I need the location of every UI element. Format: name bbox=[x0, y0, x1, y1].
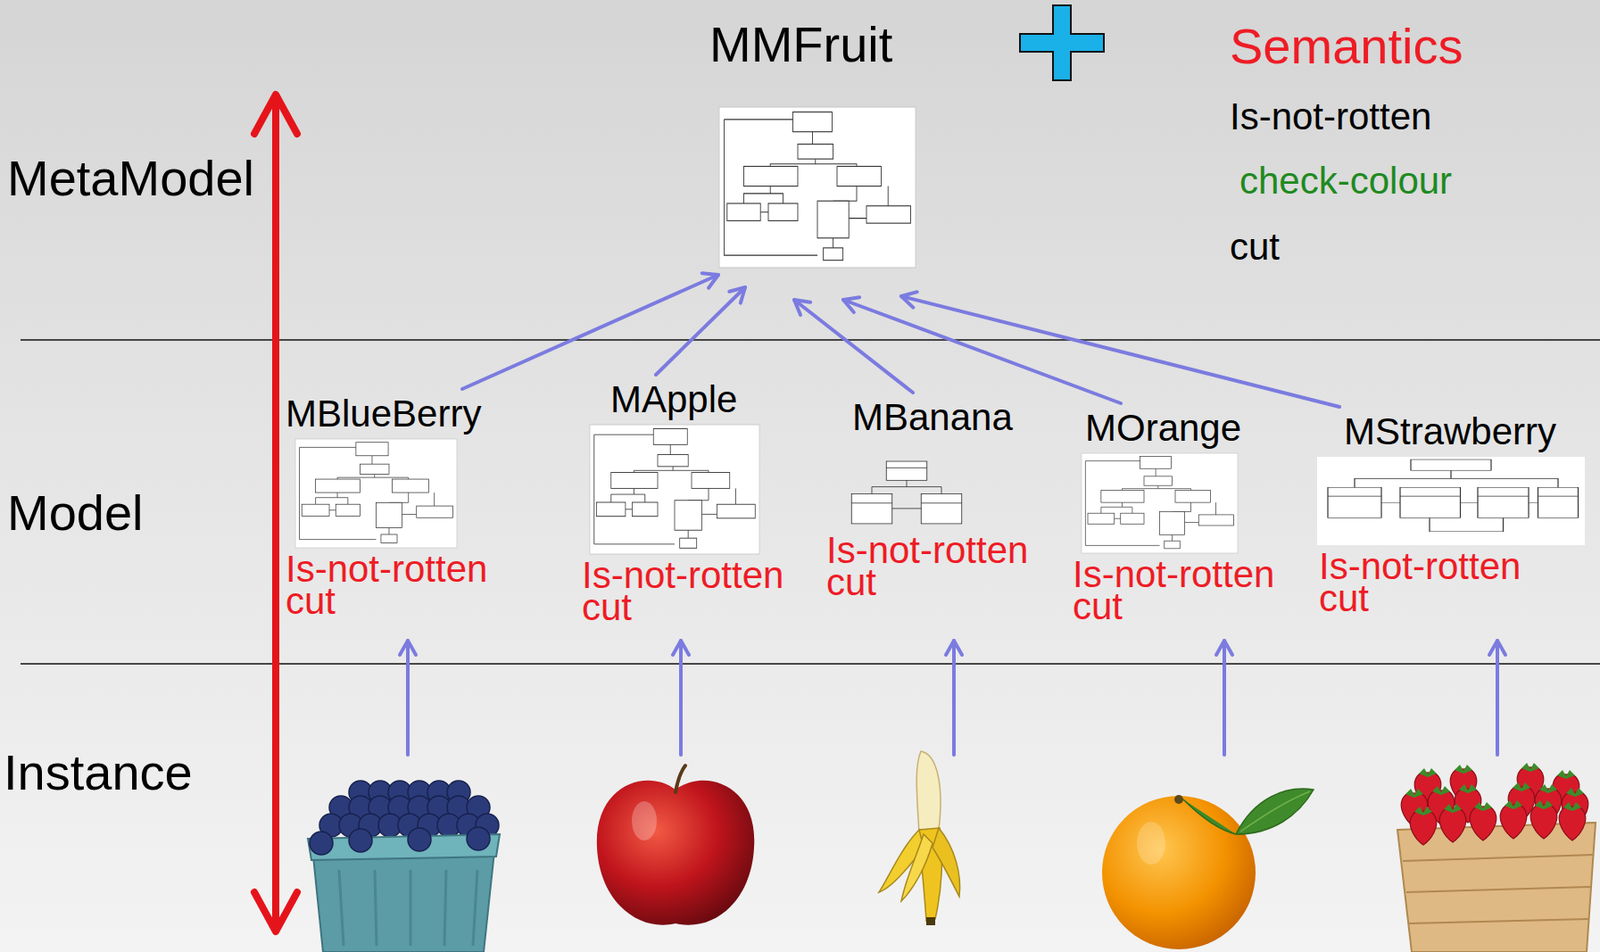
instance-arrow bbox=[679, 640, 683, 755]
conformance-arrow bbox=[462, 274, 719, 390]
layer-divider bbox=[20, 339, 1600, 664]
operation-name: Is-not-rotten bbox=[581, 559, 784, 592]
abstraction-arrow bbox=[254, 94, 298, 932]
uml-thumbnail bbox=[295, 107, 1585, 555]
blueberry-picture bbox=[307, 780, 500, 952]
operation-name: cut bbox=[1072, 590, 1123, 623]
model-box: MStrawberryIs-not-rottencut bbox=[1317, 410, 1585, 615]
strawberry-picture bbox=[1397, 762, 1596, 952]
model-name: MBanana bbox=[852, 396, 1013, 440]
model-box: MOrangeIs-not-rottencut bbox=[1072, 406, 1275, 623]
layer-label: Instance bbox=[3, 744, 193, 802]
banana-picture bbox=[878, 751, 961, 926]
layer-label: MetaModel bbox=[7, 149, 255, 208]
metamodel-box: MMFruit bbox=[709, 16, 916, 268]
metamodel-name: MMFruit bbox=[709, 16, 893, 74]
uml-thumbnail bbox=[851, 461, 962, 524]
conformance-arrow bbox=[901, 296, 1340, 407]
apple-picture bbox=[596, 765, 755, 926]
model-box: MBlueBerryIs-not-rottencut bbox=[285, 392, 488, 618]
layer-divider bbox=[20, 339, 1600, 341]
plus-sign bbox=[1019, 5, 1104, 81]
uml-thumbnail bbox=[589, 424, 760, 555]
arrow-head bbox=[254, 892, 298, 932]
operation-name: Is-not-rotten bbox=[1318, 550, 1521, 583]
uml-thumbnail bbox=[719, 107, 916, 268]
operation-name: cut bbox=[581, 591, 632, 624]
model-box: MAppleIs-not-rottencut bbox=[581, 378, 784, 624]
model-name: MBlueBerry bbox=[285, 392, 481, 436]
conformance-arrow bbox=[794, 299, 913, 393]
operation-name: cut bbox=[826, 566, 877, 599]
operation-name: Is-not-rotten bbox=[826, 534, 1028, 567]
model-name: MStrawberry bbox=[1343, 410, 1557, 454]
operation-name: cut bbox=[285, 585, 336, 618]
arrow-head bbox=[254, 94, 298, 134]
operation-name: Is-not-rotten bbox=[1072, 558, 1275, 591]
operation-name: Is-not-rotten bbox=[285, 553, 488, 586]
conformance-arrow bbox=[655, 287, 746, 375]
instance-arrow bbox=[1222, 640, 1227, 755]
model-name: MApple bbox=[610, 378, 738, 422]
uml-thumbnail bbox=[1317, 456, 1585, 546]
model-box: MBananaIs-not-rottencut bbox=[826, 396, 1028, 599]
instance-arrow bbox=[407, 640, 1498, 755]
instance-arrow bbox=[1495, 640, 1500, 755]
instance-arrow bbox=[952, 640, 956, 755]
layer-label: Model bbox=[7, 484, 144, 542]
operation-name: cut bbox=[1318, 582, 1369, 615]
uml-thumbnail bbox=[295, 439, 457, 548]
semantics-heading: Semantics bbox=[1229, 17, 1463, 75]
operation-name: cut bbox=[1229, 225, 1280, 269]
instance-arrow bbox=[406, 640, 410, 755]
abstraction-arrow bbox=[272, 96, 280, 930]
layer-divider bbox=[20, 663, 1600, 665]
orange-picture bbox=[1102, 788, 1314, 950]
operation-name: check-colour bbox=[1239, 159, 1452, 203]
uml-thumbnail bbox=[1081, 453, 1238, 554]
operation-name: Is-not-rotten bbox=[1229, 95, 1432, 139]
model-name: MOrange bbox=[1085, 406, 1242, 450]
